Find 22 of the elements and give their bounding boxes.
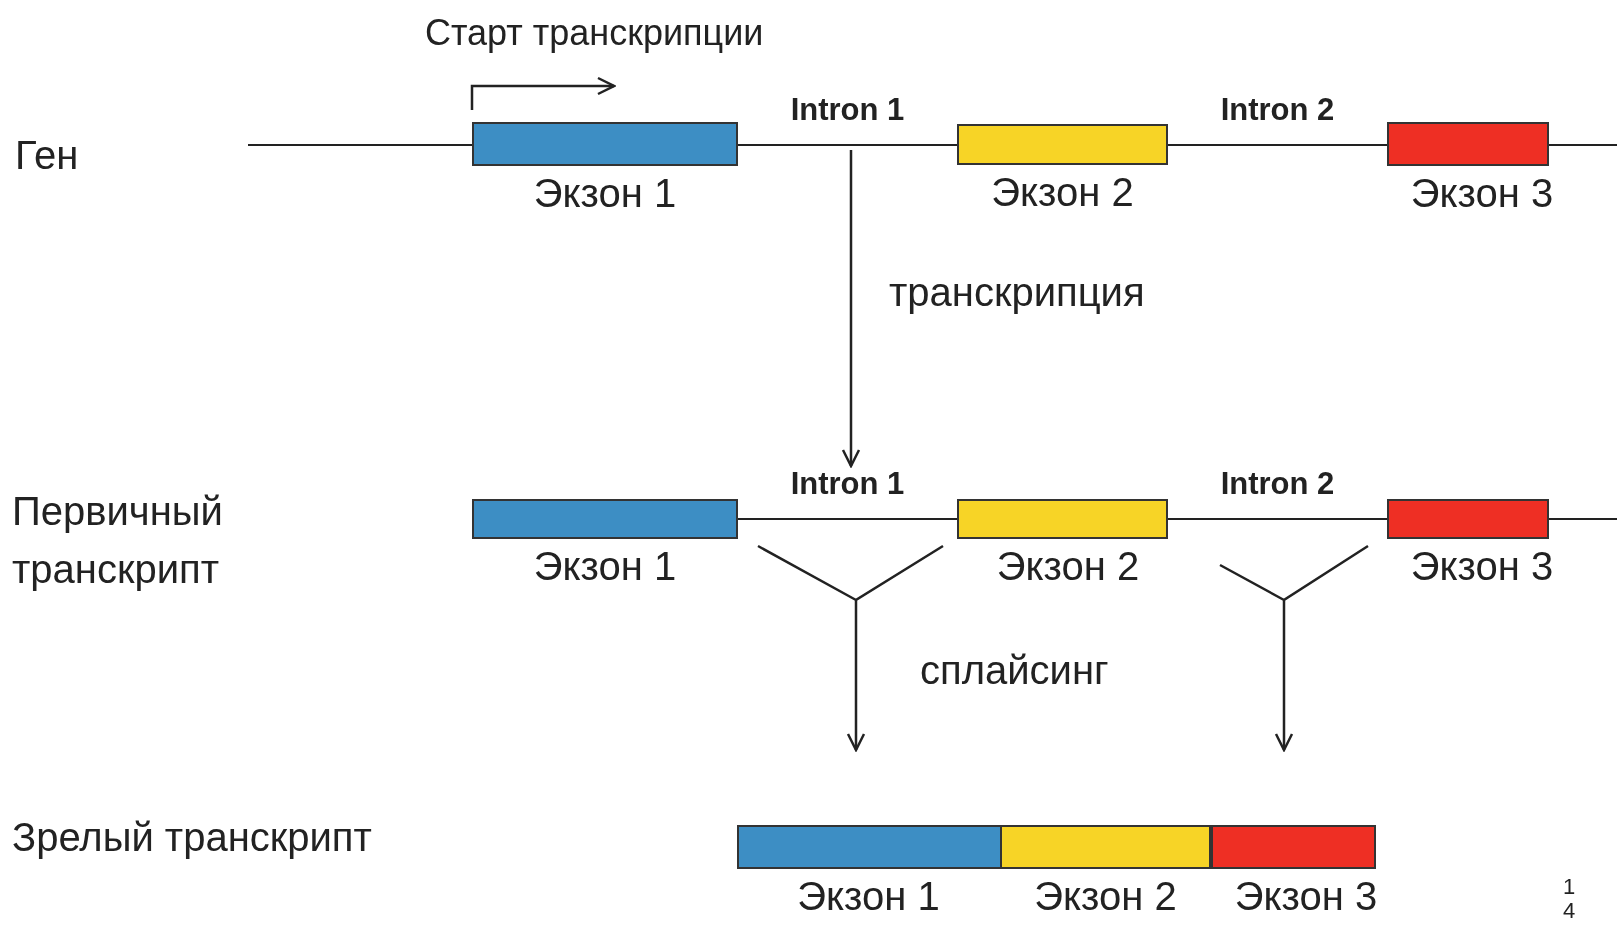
intron-label: Intron 2: [1219, 92, 1336, 128]
intron-label: Intron 2: [1219, 466, 1336, 502]
exon-label: Экзон 3: [1409, 170, 1555, 216]
exon-label: Экзон 2: [1033, 873, 1178, 919]
annotation: Старт транскрипции: [425, 11, 764, 55]
intron-label: Intron 1: [789, 92, 906, 128]
row-label: Ген: [15, 132, 79, 179]
exon-label: Экзон 1: [532, 170, 678, 216]
row-label: Первичный транскрипт: [12, 488, 224, 593]
exon-label: Экзон 1: [532, 543, 678, 589]
intron-label: Intron 1: [789, 466, 906, 502]
exon-label: Экзон 2: [990, 169, 1135, 215]
exon-label: Экзон 3: [1409, 543, 1555, 589]
row-label: Зрелый транскрипт: [12, 814, 372, 861]
page-number: 14: [1562, 875, 1576, 923]
exon-label: Экзон 2: [995, 543, 1141, 589]
arrow: [1218, 544, 1370, 752]
arrow: [841, 150, 861, 468]
exon-label: Экзон 3: [1233, 873, 1379, 919]
process-label: сплайсинг: [920, 647, 1109, 694]
exon-label: Экзон 1: [796, 873, 941, 919]
arrow: [756, 544, 945, 752]
